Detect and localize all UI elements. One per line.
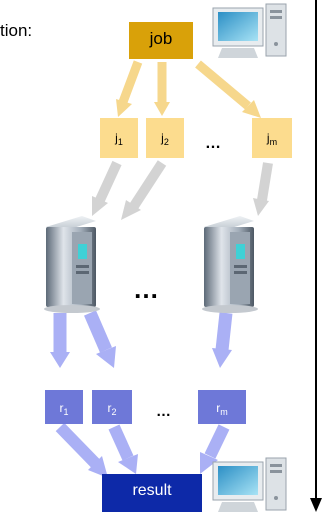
result-box [102,474,202,512]
subjob-box-jm [252,118,292,158]
arrow-r1-result [55,422,101,469]
arrowhead-job-jm [242,100,261,118]
timeline-arrow [310,0,322,512]
job-label: job [149,29,173,48]
server-to-result-arrows [50,310,233,368]
arrow-rm-result [204,424,230,459]
subjob-label-j1-sub: 1 [117,137,123,147]
desktop-computer-icon-bottom [212,457,287,512]
result-box-r1 [45,390,83,424]
arrow-job-j1 [118,60,143,104]
arrowhead-rm-result [200,452,218,474]
result-label-r1-sub: 1 [63,407,69,417]
arrowhead-r2-result [118,454,138,474]
result-label-rm-sub: m [220,407,228,417]
subjob-label-j1-base: j [115,131,118,145]
result-box-rm [198,390,246,424]
result-label-r1: r1 [45,401,83,417]
arrow-j1-server1 [95,160,122,203]
desktop-computer-icon-top [212,3,287,58]
result-label-r1-base: r [59,401,64,415]
arrow-jm-server2 [257,162,273,201]
subjob-box-j2 [146,118,184,158]
job-to-subjob-arrows [116,60,261,118]
result-label-rm: rm [198,401,246,417]
server-icon-2 [202,216,258,313]
arrow-job-jm [195,60,251,110]
arrow-j2-server1 [129,160,167,209]
arrowhead-job-j1 [116,99,132,117]
server-icon-1 [44,216,100,313]
arrowhead-j2-server1 [121,200,141,220]
subjob-label-jm-base: j [266,131,270,145]
result-label-r2: r2 [92,401,132,417]
arrowhead-job-j2 [154,102,170,116]
result-label-rm-base: r [216,401,221,415]
result-ellipsis: … [156,403,171,420]
arrowhead-r1-result [88,456,108,478]
server-ellipsis: … [133,274,159,304]
arrowhead-server2-rm [212,348,232,368]
subjob-label-j2: j2 [146,131,184,147]
arrowhead-server1-r2 [96,346,116,368]
subjob-ellipsis: … [205,135,221,152]
result-label-r2-sub: 2 [111,407,117,417]
arrow-server1-r2 [84,310,112,353]
result-box-r2 [92,390,132,424]
arrow-r2-result [108,424,134,461]
arrowhead-server1-r1 [50,352,70,368]
result-label-r2-base: r [107,401,112,415]
subjob-to-server-arrows [92,160,273,220]
caption: tion: [0,21,33,40]
subjob-label-jm: jm [252,131,292,147]
result-label: result [132,482,172,499]
result-to-final-arrows [55,422,230,478]
arrow-server2-rm [215,312,233,351]
subjob-label-j2-sub: 2 [163,137,169,147]
arrowhead-j1-server1 [92,196,108,216]
subjob-label-j1: j1 [100,131,138,147]
subjob-label-j2-base: j [161,131,164,145]
arrowhead-jm-server2 [253,198,269,216]
job-box [129,22,193,59]
subjob-label-jm-sub: m [269,137,278,147]
subjob-box-j1 [100,118,138,158]
